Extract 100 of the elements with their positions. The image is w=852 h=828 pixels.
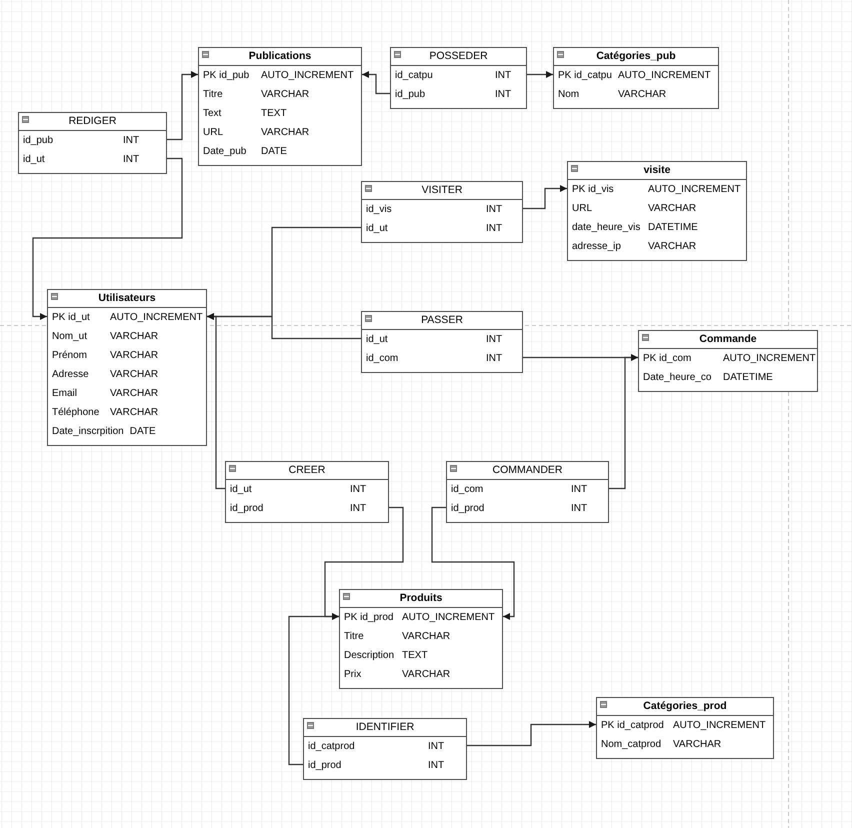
- field-type: AUTO_INCREMENT: [648, 183, 741, 197]
- field-name: id_prod: [308, 759, 342, 773]
- field-name: Nom_ut: [52, 330, 88, 344]
- field-type: INT: [350, 502, 366, 516]
- field-type: TEXT: [261, 107, 287, 121]
- relationship-connector: [32, 158, 183, 320]
- field-type: AUTO_INCREMENT: [402, 611, 495, 625]
- relationship-connector: [523, 185, 567, 210]
- field-type: AUTO_INCREMENT: [673, 719, 766, 733]
- field-name: id_catprod: [308, 740, 356, 754]
- entity-table: [47, 289, 207, 446]
- field-type: INT: [428, 759, 444, 773]
- field-name: Adresse: [52, 368, 90, 382]
- field-name: PK id_prod: [344, 611, 394, 625]
- field-type: INT: [571, 483, 588, 497]
- field-type: AUTO_INCREMENT: [618, 69, 711, 83]
- relationship-connector: [167, 71, 198, 140]
- table-title: visite: [644, 162, 670, 178]
- field-name: id_pub: [23, 134, 54, 148]
- table-title: Produits: [400, 590, 442, 606]
- table-title: Publications: [248, 48, 312, 64]
- relationship-connector: [609, 354, 638, 490]
- field-name: PK id_com: [643, 352, 692, 366]
- field-type: VARCHAR: [618, 88, 666, 102]
- field-name: id_ut: [23, 153, 46, 167]
- field-type: VARCHAR: [261, 126, 310, 140]
- field-type: INT: [486, 352, 502, 366]
- field-type: DATE: [261, 145, 287, 159]
- field-type: AUTO_INCREMENT: [723, 352, 816, 366]
- field-name: id_ut: [230, 483, 253, 497]
- table-title: VISITER: [422, 182, 462, 198]
- field-name: date_heure_vis: [572, 221, 642, 235]
- field-type: VARCHAR: [648, 202, 696, 216]
- field-type: INT: [350, 483, 366, 497]
- field-type: DATETIME: [648, 221, 698, 235]
- table-title: Catégories_prod: [643, 698, 727, 714]
- field-type: VARCHAR: [110, 406, 158, 420]
- field-name: PK id_catprod: [601, 719, 665, 733]
- field-type: INT: [486, 222, 502, 236]
- field-name: Téléphone: [52, 406, 100, 420]
- field-name: Date_heure_co: [643, 371, 712, 385]
- field-type: INT: [428, 740, 444, 754]
- entity-table: [446, 461, 609, 523]
- entity-table: [225, 461, 389, 523]
- field-name: PK id_catpu: [558, 69, 613, 83]
- field-type: INT: [486, 203, 502, 217]
- table-title: PASSER: [421, 312, 463, 328]
- entity-table: [638, 330, 818, 392]
- field-name: Text: [203, 107, 222, 121]
- field-name: Date_pub: [203, 145, 248, 159]
- field-name: PK id_vis: [572, 183, 615, 197]
- table-title: POSSEDER: [429, 48, 488, 64]
- entity-table: [390, 47, 527, 109]
- field-name: Prénom: [52, 349, 88, 363]
- field-type: DATETIME: [723, 371, 773, 385]
- field-name: PK id_ut: [52, 311, 91, 325]
- entity-table: [361, 181, 523, 243]
- entity-table: [361, 311, 523, 373]
- field-type: VARCHAR: [110, 349, 158, 363]
- relationship-connector: [527, 71, 553, 78]
- field-name: URL: [572, 202, 594, 216]
- entity-table: [567, 161, 747, 261]
- entity-table: [339, 589, 503, 689]
- field-name: Titre: [344, 630, 365, 644]
- field-type: VARCHAR: [261, 88, 310, 102]
- field-name: id_ut: [366, 222, 389, 236]
- field-type: DATE: [130, 425, 156, 439]
- field-name: id_com: [366, 352, 400, 366]
- entity-table: [198, 47, 362, 166]
- field-name: adresse_ip: [572, 240, 622, 254]
- table-title: IDENTIFIER: [356, 720, 414, 735]
- table-title: REDIGER: [68, 114, 116, 129]
- field-name: URL: [203, 126, 224, 140]
- relationship-connector: [431, 506, 515, 620]
- table-title: COMMANDER: [492, 462, 562, 478]
- field-name: Prix: [344, 668, 362, 682]
- table-title: Utilisateurs: [98, 290, 156, 306]
- field-type: INT: [123, 134, 140, 148]
- field-type: VARCHAR: [402, 668, 450, 682]
- field-type: INT: [123, 153, 140, 167]
- field-type: INT: [571, 502, 588, 516]
- field-type: TEXT: [402, 649, 428, 663]
- field-name: id_prod: [451, 502, 486, 516]
- entity-table: [596, 697, 774, 759]
- field-name: id_prod: [230, 502, 264, 516]
- entity-table: [553, 47, 719, 109]
- field-name: id_catpu: [395, 69, 434, 83]
- field-name: id_com: [451, 483, 484, 497]
- table-title: CREER: [288, 462, 326, 478]
- table-title: Catégories_pub: [596, 48, 676, 64]
- field-name: Nom_catprod: [601, 738, 662, 752]
- field-type: VARCHAR: [110, 387, 158, 401]
- field-name: PK id_pub: [203, 69, 250, 83]
- table-title: Commande: [699, 332, 757, 347]
- field-name: id_ut: [366, 333, 389, 347]
- field-name: Date_inscrpition: [52, 425, 125, 439]
- relationship-connector: [467, 721, 596, 746]
- field-type: VARCHAR: [673, 738, 722, 752]
- relationship-connector: [207, 313, 225, 490]
- relationship-connector: [362, 71, 390, 94]
